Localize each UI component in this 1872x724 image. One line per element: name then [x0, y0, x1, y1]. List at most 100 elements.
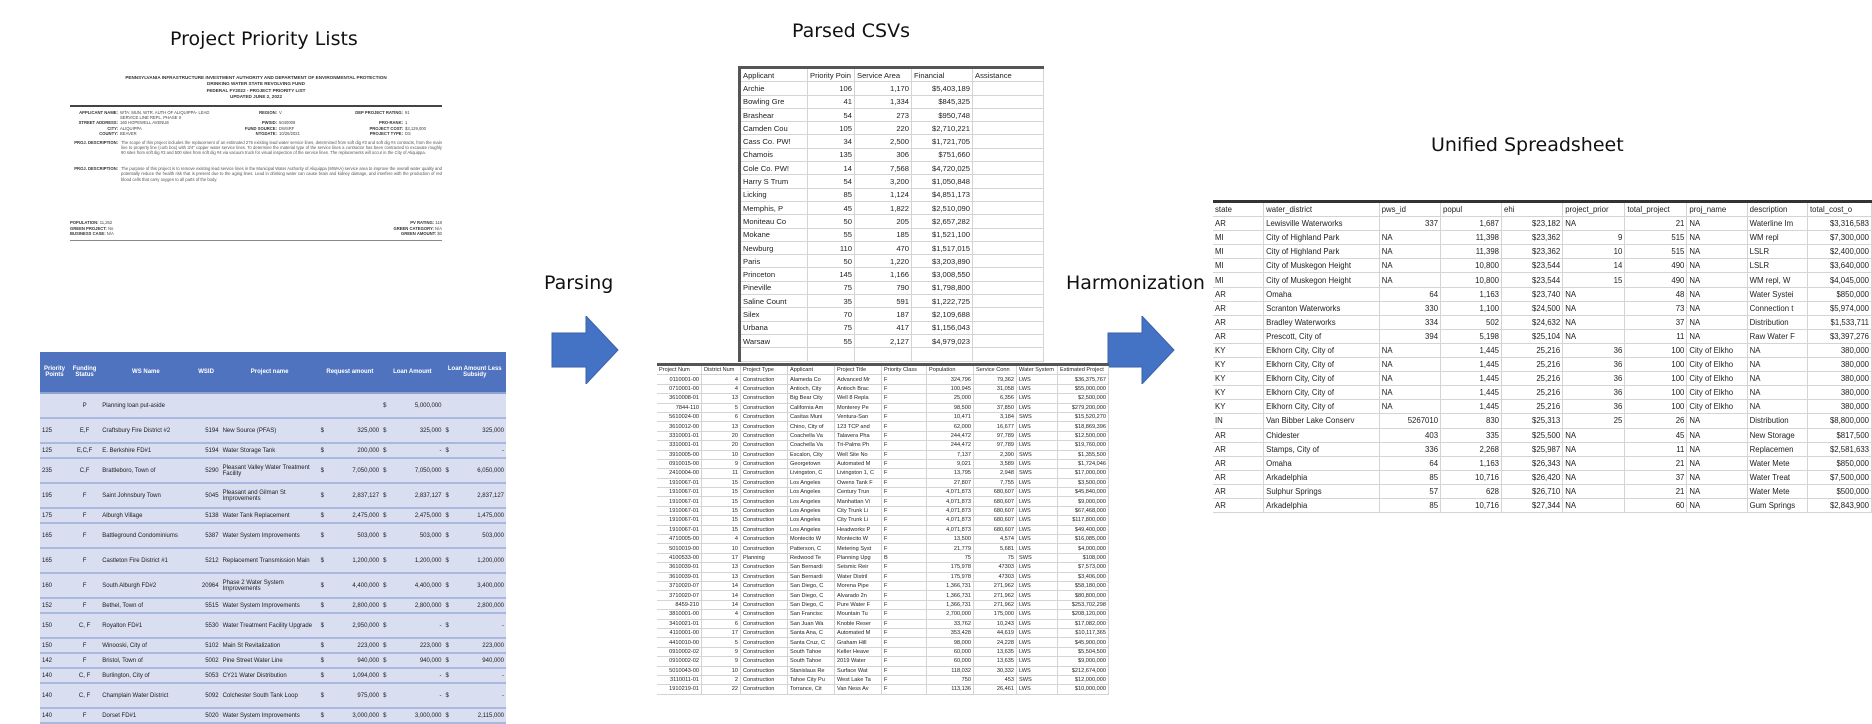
table-cell: $23,362 — [1501, 244, 1564, 260]
table-cell: 1,445 — [1440, 343, 1502, 359]
table-cell: NA — [1686, 329, 1748, 344]
table-cell: 26 — [1624, 413, 1688, 429]
table-cell: 17 — [701, 628, 741, 639]
table-cell: 27,807 — [926, 478, 974, 489]
table-cell: 47303 — [973, 562, 1017, 573]
table-cell: 9 — [1562, 230, 1626, 246]
table-cell: $3,640,000 — [1807, 258, 1872, 274]
cell-points: 140 — [40, 668, 69, 684]
table-cell: LWS — [1016, 534, 1058, 545]
field-label: FUND SOURCE: — [244, 125, 277, 131]
table-cell: $1,533,711 — [1807, 315, 1872, 330]
table-cell: $1,798,800 — [911, 281, 973, 296]
cell-status: C, F — [68, 613, 101, 639]
table-cell: 1,163 — [1440, 287, 1502, 302]
table-cell: $23,544 — [1501, 272, 1564, 288]
table-cell: F — [881, 459, 927, 470]
table-cell: 4710005-00 — [657, 534, 702, 545]
table-cell: LWS — [1016, 440, 1058, 451]
table-cell: San Diego, C — [787, 590, 835, 601]
pdf-footer-fields: POPULATION: 11,262 PV RATING: 118 GREEN … — [70, 220, 442, 236]
cell-project: Phase 2 Water System Improvements — [220, 573, 319, 599]
table-cell: Moniteau Co — [739, 214, 808, 229]
table-cell: Elkhorn City, City of — [1263, 357, 1380, 373]
table-cell: Ventura-San — [834, 412, 882, 423]
table-cell: 33,762 — [926, 619, 974, 629]
dollar-sign: $ — [381, 573, 395, 599]
table-cell: City of Elkho — [1686, 357, 1748, 373]
column-header: District Num — [701, 364, 741, 376]
table-cell: 16,677 — [973, 421, 1017, 432]
table-cell: NA — [1686, 456, 1748, 471]
table-cell: LWS — [1016, 619, 1058, 629]
dollar-sign: $ — [318, 653, 333, 669]
column-header: Loan Amount — [381, 352, 444, 394]
table-cell: Waterline Im — [1747, 216, 1809, 232]
table-cell: F — [881, 562, 927, 573]
table-cell: AR — [1213, 442, 1265, 457]
table-cell: 11,398 — [1440, 230, 1502, 246]
table-cell — [972, 321, 1044, 335]
cell-name: Brattleboro, Town of — [100, 458, 192, 484]
empty-cell — [318, 393, 382, 419]
table-cell: NA — [1686, 484, 1748, 499]
table-cell: Construction — [740, 403, 788, 413]
column-header: Financial — [911, 67, 973, 83]
field-label: GREEN AMOUNT: — [400, 230, 437, 236]
table-cell: 394 — [1379, 329, 1442, 344]
table-cell: 25,000 — [926, 393, 974, 404]
table-cell: $850,000 — [1807, 287, 1872, 302]
table-cell: 1,100 — [1440, 301, 1502, 316]
table-cell: Construction — [740, 459, 788, 470]
table-cell: 353,428 — [926, 628, 974, 639]
table-cell: F — [881, 600, 927, 611]
pdf-fields: APPLICANT NAME: WTA: MUN. WTR. AUTH OF A… — [70, 110, 442, 137]
table-cell: $23,740 — [1501, 287, 1564, 302]
cell-wsid: 5138 — [191, 508, 221, 524]
table-cell: Montecito W — [834, 534, 882, 545]
field-label: BUSINESS CASE: — [70, 230, 106, 236]
table-cell: Automated M — [834, 459, 882, 470]
field-value: DS — [405, 131, 411, 137]
table-cell: Warsaw — [739, 334, 808, 349]
table-cell: Santa Cruz, C — [787, 637, 835, 648]
table-cell: SWS — [1016, 675, 1058, 686]
table-cell: 271,962 — [973, 590, 1017, 601]
column-header: Project Title — [834, 364, 882, 376]
column-header: Water System — [1016, 364, 1058, 376]
table-cell: $27,344 — [1501, 498, 1564, 514]
table-cell: Well Site No — [834, 450, 882, 460]
table-cell: Memphis, P — [739, 201, 808, 216]
cell-project: Colchester South Tank Loop — [220, 683, 319, 709]
field-value: N/A — [106, 230, 114, 236]
table-cell: Patterson, C — [787, 543, 835, 554]
cell-status: E,C,F — [68, 443, 101, 459]
cell-wsid: 5530 — [191, 613, 221, 639]
dollar-sign: $ — [443, 548, 457, 574]
table-cell: 244,472 — [926, 440, 974, 451]
description-text: The scope of this project includes the r… — [121, 139, 442, 156]
table-cell: 205 — [854, 214, 912, 229]
cell-points: 175 — [40, 508, 69, 524]
field-value: 10/26/2021 — [279, 131, 300, 137]
cell-less: 6,050,000 — [456, 458, 506, 484]
table-cell: B — [881, 553, 927, 564]
table-cell: 3710020-07 — [657, 581, 702, 592]
table-cell: 403 — [1379, 428, 1442, 443]
table-cell: KY — [1213, 357, 1265, 373]
table-cell: 97,789 — [973, 431, 1017, 442]
table-cell: LWS — [1016, 431, 1058, 442]
table-cell: 48 — [1624, 287, 1688, 302]
table-cell: 380,000 — [1807, 371, 1872, 387]
cell-project: Water Tank Replacement — [220, 508, 319, 524]
table-cell: 14 — [701, 590, 741, 601]
dollar-sign: $ — [443, 653, 457, 669]
table-cell: 106 — [807, 81, 855, 96]
